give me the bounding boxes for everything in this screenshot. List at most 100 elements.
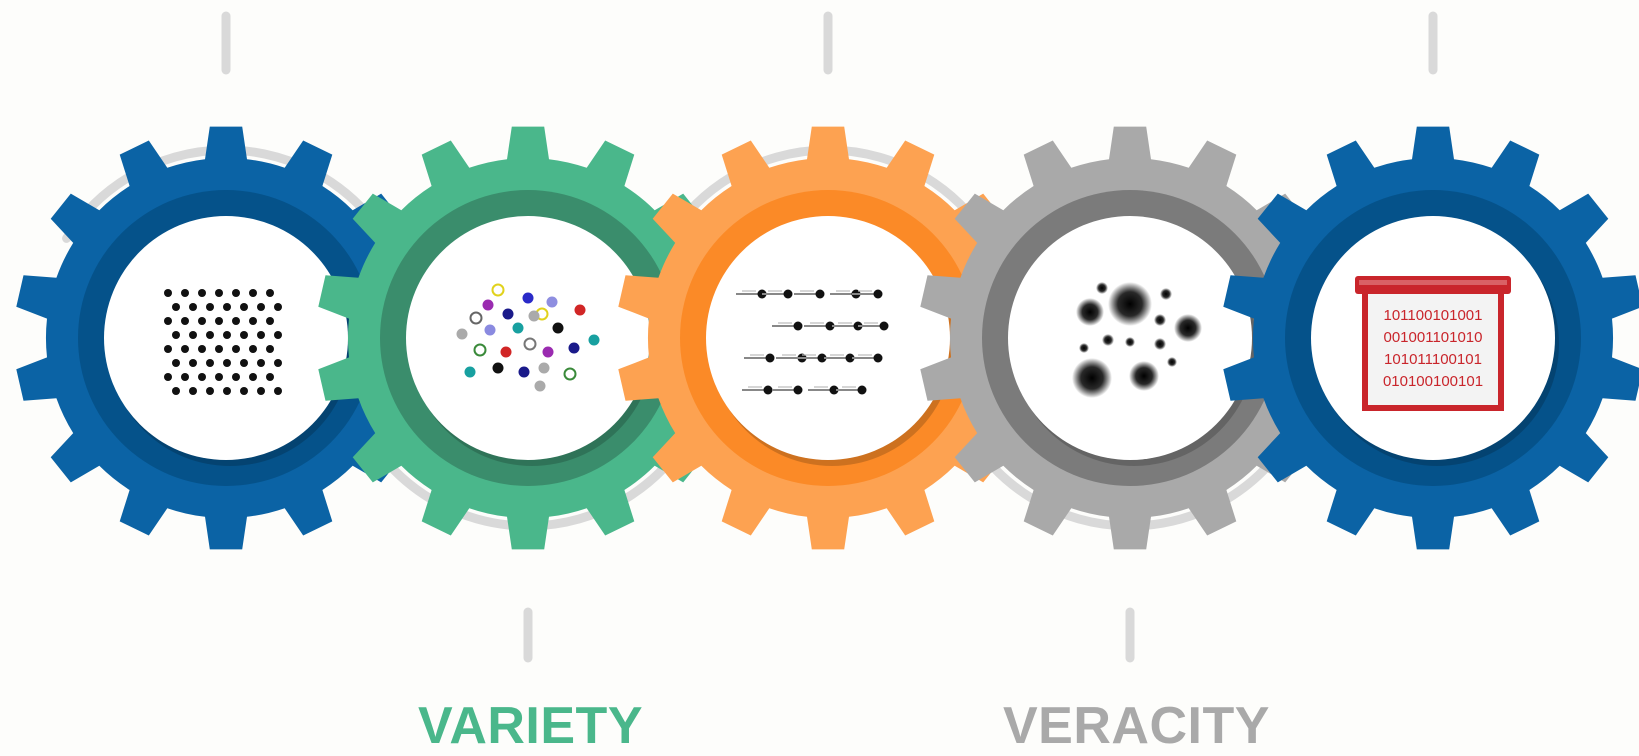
scroll-rod-highlight — [1359, 280, 1507, 285]
motion-dot — [783, 289, 793, 299]
grid-dot — [198, 373, 206, 381]
grid-dot — [181, 289, 189, 297]
grid-dot — [198, 317, 206, 325]
blurred-dot — [1096, 282, 1108, 294]
grid-dot — [232, 289, 240, 297]
variety-dot — [546, 296, 558, 308]
grid-dot — [266, 373, 274, 381]
binary-scroll-icon: 1011001010010010011010101010111001010101… — [1355, 276, 1511, 411]
grid-dot — [266, 345, 274, 353]
variety-dot — [563, 367, 577, 381]
gear-velocity-face — [706, 216, 950, 460]
motion-dots-icon — [736, 289, 889, 395]
dot-grid-icon — [164, 289, 282, 395]
blurred-dot — [1102, 334, 1114, 346]
motion-dot — [825, 321, 835, 331]
variety-dot — [484, 324, 496, 336]
grid-dot — [274, 331, 282, 339]
motion-dot — [817, 353, 827, 363]
motion-dot — [829, 385, 839, 395]
grid-dot — [198, 289, 206, 297]
icons-layer: 1011001010010010011010101010111001010101… — [164, 276, 1511, 411]
variety-dot — [542, 346, 554, 358]
motion-dot — [793, 321, 803, 331]
grid-dot — [257, 359, 265, 367]
grid-dot — [223, 331, 231, 339]
grid-dot — [257, 387, 265, 395]
grid-dot — [215, 373, 223, 381]
variety-dot — [552, 322, 564, 334]
grid-dot — [164, 289, 172, 297]
binary-line: 010100100101 — [1383, 373, 1483, 390]
grid-dot — [215, 289, 223, 297]
grid-dot — [240, 331, 248, 339]
grid-dot — [223, 359, 231, 367]
grid-dot — [232, 345, 240, 353]
grid-dot — [249, 373, 257, 381]
binary-line: 101100101001 — [1384, 307, 1483, 324]
grid-dot — [164, 317, 172, 325]
grid-dot — [240, 387, 248, 395]
grid-dot — [206, 387, 214, 395]
grid-dot — [240, 303, 248, 311]
variety-dot — [482, 299, 494, 311]
grid-dot — [223, 387, 231, 395]
variety-dot — [528, 310, 540, 322]
grid-dot — [189, 359, 197, 367]
grid-dot — [189, 303, 197, 311]
blurred-dot — [1108, 282, 1152, 326]
grid-dot — [164, 345, 172, 353]
grid-dot — [274, 359, 282, 367]
veracity-label: VERACITY — [1003, 697, 1270, 755]
blurred-dot — [1125, 337, 1135, 347]
variety-dot — [574, 304, 586, 316]
variety-dot — [492, 362, 504, 374]
gears-layer — [16, 126, 1639, 550]
variety-dot — [538, 362, 550, 374]
variety-dot — [491, 283, 505, 297]
grid-dot — [240, 359, 248, 367]
grid-dot — [172, 303, 180, 311]
motion-dot — [765, 353, 775, 363]
scroll-paper — [1362, 283, 1504, 411]
grid-dot — [215, 317, 223, 325]
blurred-dot — [1160, 288, 1172, 300]
grid-dot — [257, 331, 265, 339]
grid-dot — [181, 345, 189, 353]
grid-dot — [206, 359, 214, 367]
variety-dot — [523, 337, 537, 351]
colored-dots-icon — [456, 283, 600, 392]
motion-dot — [873, 353, 883, 363]
variety-dot — [456, 328, 468, 340]
blurred-dot — [1072, 358, 1112, 398]
variety-dot — [500, 346, 512, 358]
grid-dot — [215, 345, 223, 353]
grid-dot — [172, 331, 180, 339]
grid-dot — [164, 373, 172, 381]
grid-dot — [223, 303, 231, 311]
grid-dot — [266, 317, 274, 325]
grid-dot — [181, 317, 189, 325]
motion-dot — [873, 289, 883, 299]
motion-dot — [763, 385, 773, 395]
grid-dot — [274, 303, 282, 311]
grid-dot — [172, 387, 180, 395]
blurred-dot — [1079, 343, 1089, 353]
variety-dot — [534, 380, 546, 392]
grid-dot — [172, 359, 180, 367]
variety-label: VARIETY — [418, 697, 644, 755]
grid-dot — [189, 387, 197, 395]
grid-dot — [232, 317, 240, 325]
gear-velocity — [618, 126, 1038, 550]
grid-dot — [189, 331, 197, 339]
variety-dot — [522, 292, 534, 304]
blurred-dots-icon — [1072, 282, 1202, 398]
grid-dot — [249, 317, 257, 325]
grid-dot — [257, 303, 265, 311]
motion-dot — [845, 353, 855, 363]
blurred-dot — [1129, 361, 1159, 391]
grid-dot — [249, 289, 257, 297]
grid-dot — [249, 345, 257, 353]
grid-dot — [274, 387, 282, 395]
